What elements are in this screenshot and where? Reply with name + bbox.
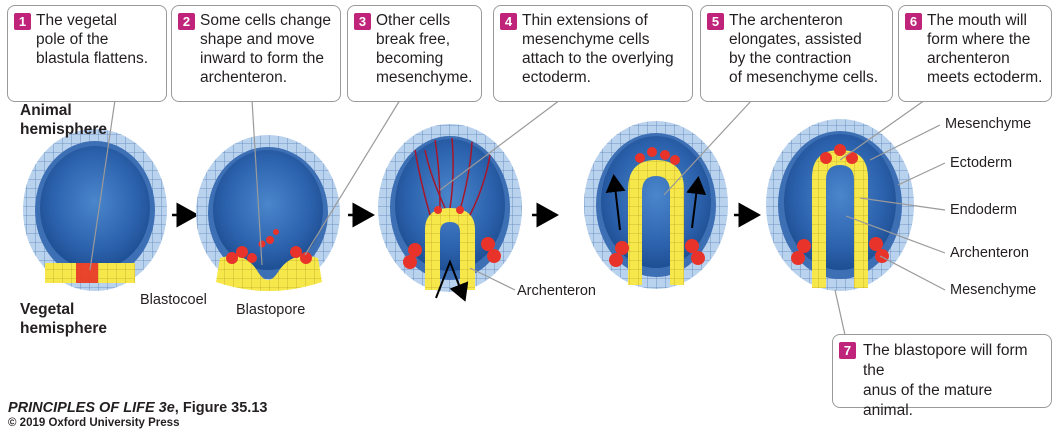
- archenteron-mid-label: Archenteron: [517, 283, 596, 299]
- callout-4-text: Thin extensions of mesenchyme cells atta…: [522, 11, 686, 87]
- mesenchyme-top-label: Mesenchyme: [945, 116, 1031, 132]
- ectoderm-label: Ectoderm: [950, 155, 1012, 171]
- callout-4: 4 Thin extensions of mesenchyme cells at…: [493, 5, 693, 102]
- callout-6-number: 6: [905, 13, 922, 30]
- callout-2-number: 2: [178, 13, 195, 30]
- endoderm-label: Endoderm: [950, 202, 1017, 218]
- figure-credit: PRINCIPLES OF LIFE 3e, Figure 35.13 © 20…: [8, 400, 267, 429]
- callout-1: 1 The vegetal pole of the blastula flatt…: [7, 5, 167, 102]
- callout-5-number: 5: [707, 13, 724, 30]
- stage-4-gastrula: [590, 127, 722, 285]
- callout-1-number: 1: [14, 13, 31, 30]
- archenteron-right-label: Archenteron: [950, 245, 1029, 261]
- callout-1-text: The vegetal pole of the blastula flatten…: [36, 11, 160, 68]
- blastopore-label: Blastopore: [236, 302, 305, 318]
- callout-7: 7 The blastopore will form the anus of t…: [832, 334, 1052, 408]
- stage-3-gastrula: [384, 130, 516, 298]
- callout-3-number: 3: [354, 13, 371, 30]
- callout-2-text: Some cells change shape and move inward …: [200, 11, 334, 87]
- callout-7-number: 7: [839, 342, 856, 359]
- callout-6: 6 The mouth will form where the archente…: [898, 5, 1052, 102]
- callout-5: 5 The archenteron elongates, assisted by…: [700, 5, 893, 102]
- callout-3: 3 Other cells break free, becoming mesen…: [347, 5, 482, 102]
- book-title: PRINCIPLES OF LIFE 3e: [8, 400, 175, 416]
- callout-7-text: The blastopore will form the anus of the…: [863, 341, 1045, 421]
- vegetal-hemisphere-label: Vegetal hemisphere: [20, 300, 107, 338]
- blastocoel-label: Blastocoel: [140, 292, 207, 308]
- callout-2: 2 Some cells change shape and move inwar…: [171, 5, 341, 102]
- stage-5-gastrula: [772, 125, 908, 288]
- stage-2-blastula: [202, 141, 334, 291]
- figure-number: , Figure 35.13: [175, 400, 268, 416]
- callout-5-text: The archenteron elongates, assisted by t…: [729, 11, 886, 87]
- callout-4-number: 4: [500, 13, 517, 30]
- stage-1-blastula: [29, 135, 161, 285]
- copyright: © 2019 Oxford University Press: [8, 417, 267, 429]
- callout-6-text: The mouth will form where the archentero…: [927, 11, 1045, 87]
- animal-hemisphere-label: Animal hemisphere: [20, 101, 107, 139]
- mesenchyme-bottom-label: Mesenchyme: [950, 282, 1036, 298]
- callout-3-text: Other cells break free, becoming mesench…: [376, 11, 475, 87]
